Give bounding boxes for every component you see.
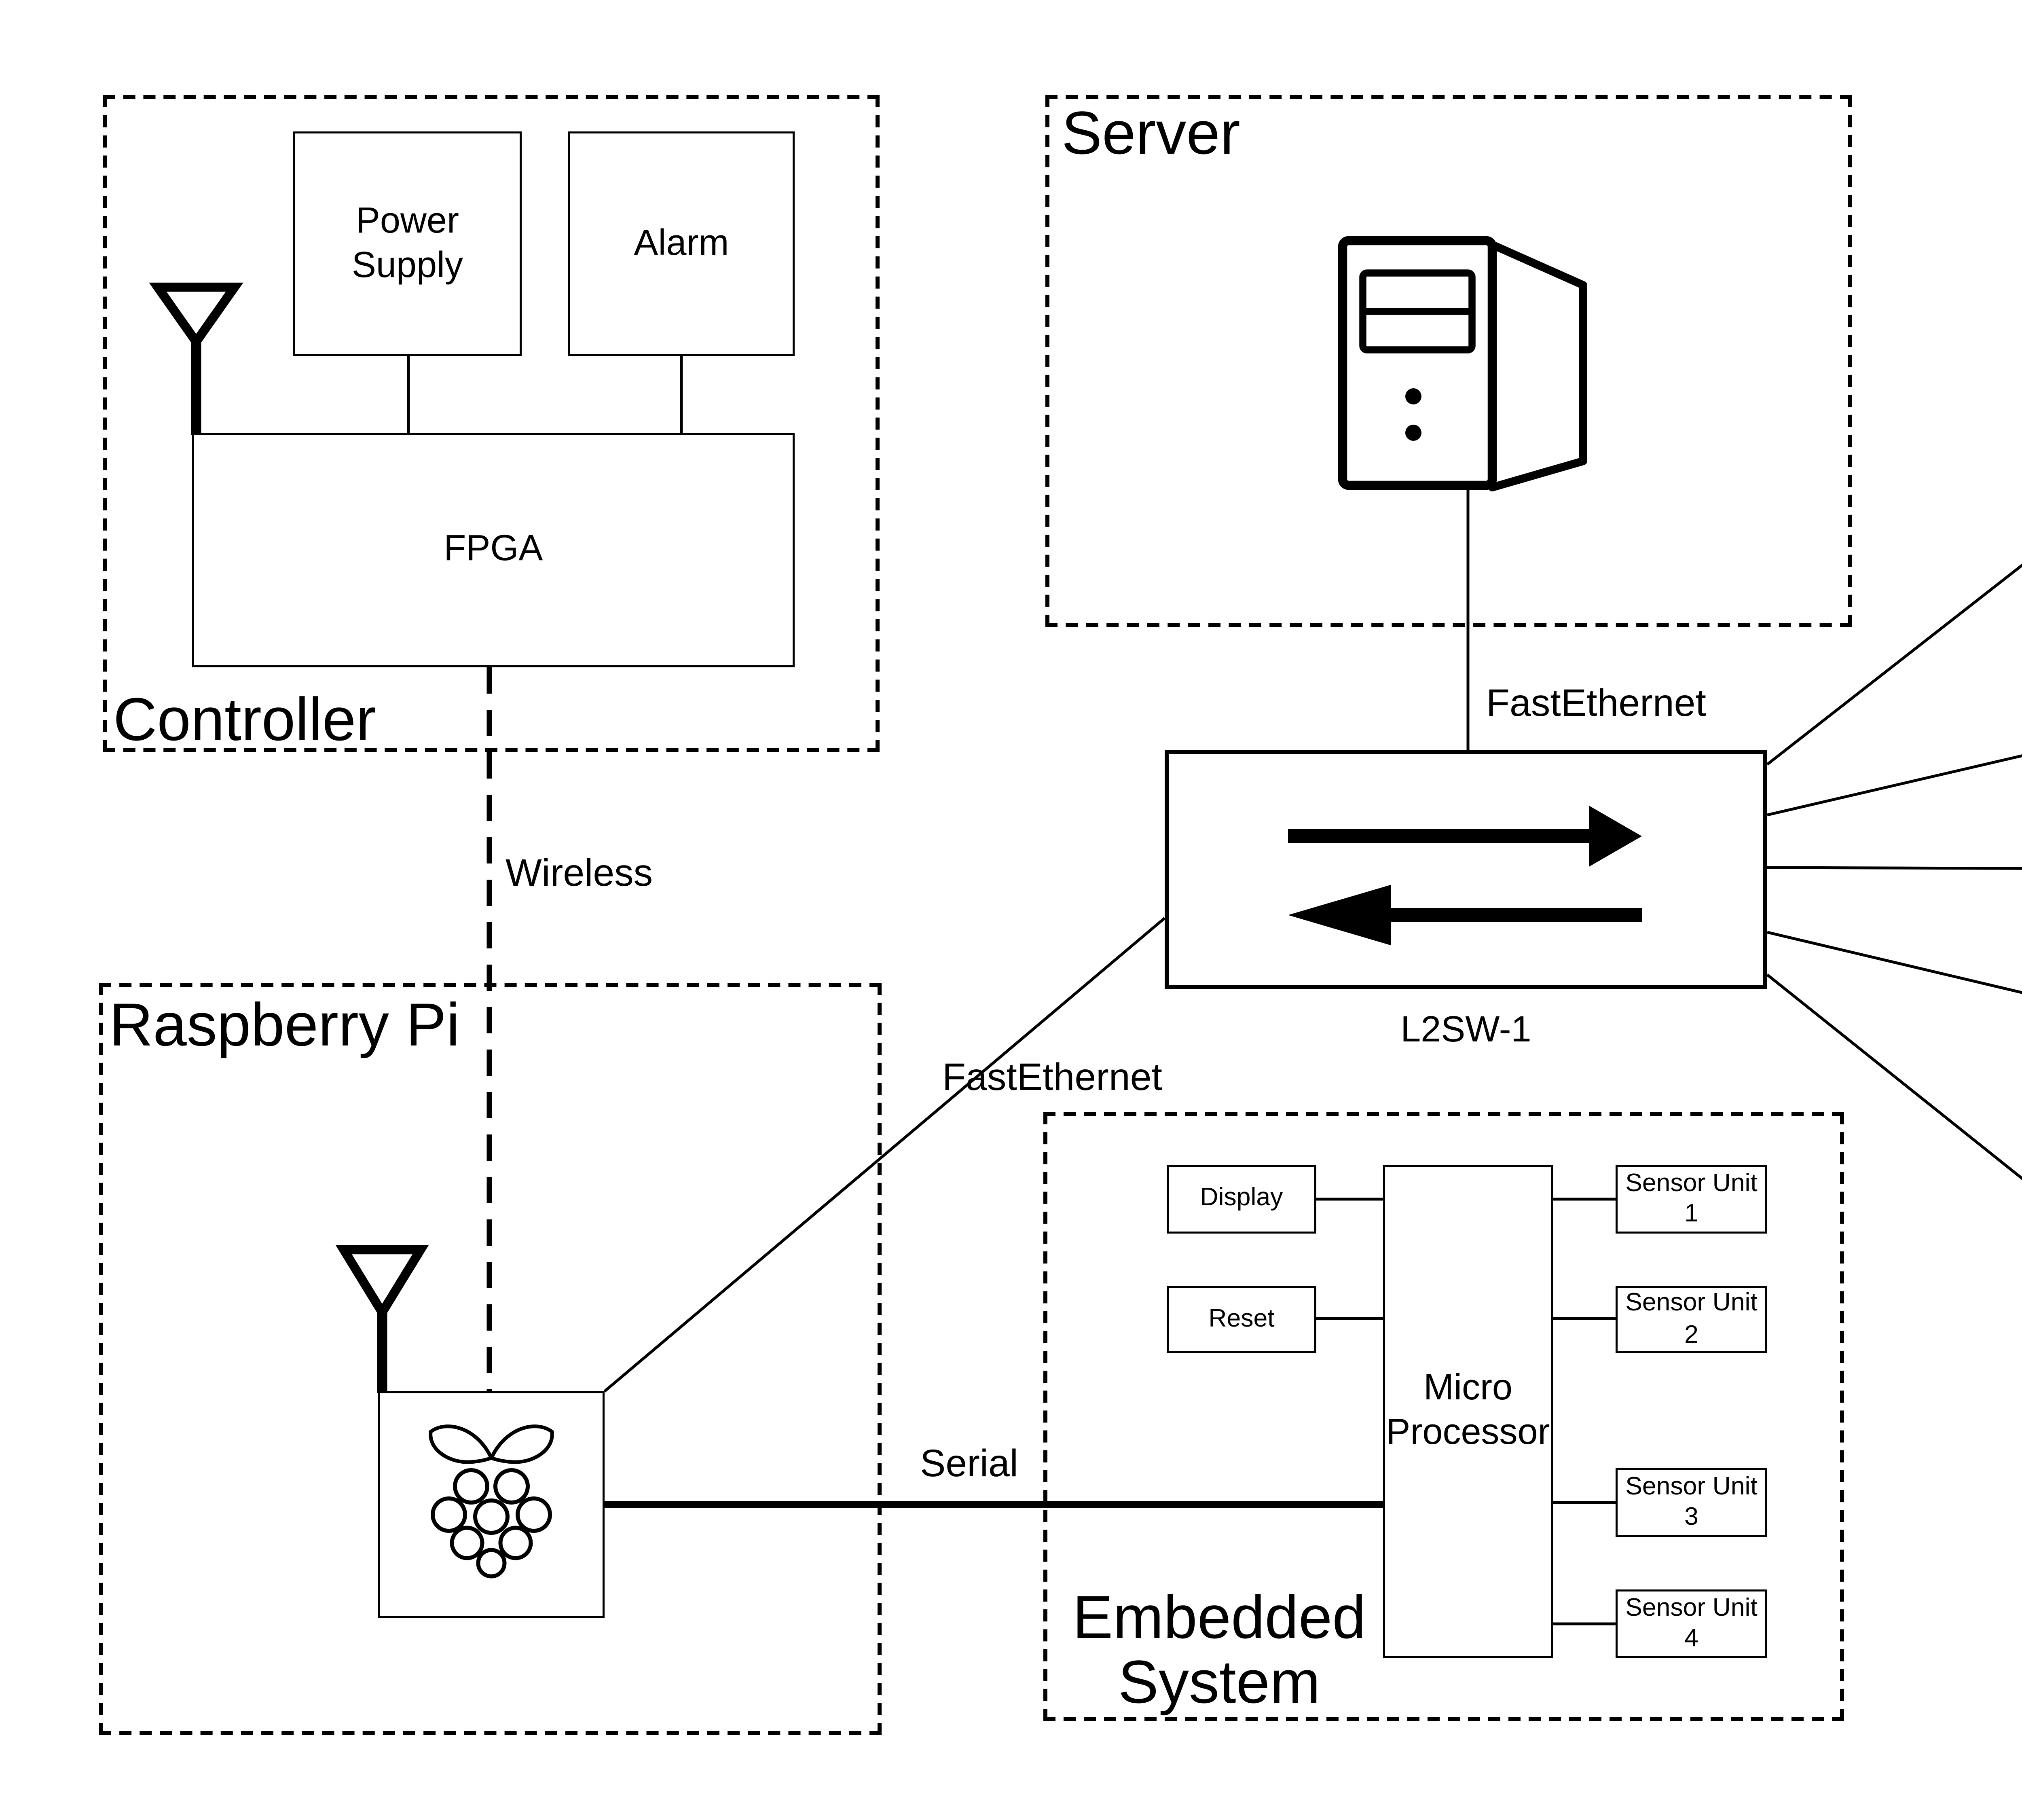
fastethernet-server-label: FastEthernet [1486,684,1706,726]
node-raspberry-pi [378,1391,605,1618]
raspberry-pi-title: Raspberry Pi [109,993,460,1060]
embedded-system-title: Embedded System [1072,1585,1366,1716]
node-fpga: FPGA [192,433,795,667]
node-power-supply: Power Supply [293,131,522,356]
node-sensor-unit-1: Sensor Unit 1 [1616,1165,1767,1234]
section-raspberry-pi [99,983,882,1735]
node-l2-switch [1165,750,1767,989]
node-sensor-unit-4: Sensor Unit 4 [1616,1589,1767,1658]
node-reset: Reset [1167,1286,1316,1353]
node-sensor-unit-3: Sensor Unit 3 [1616,1468,1767,1537]
server-title: Server [1062,101,1240,168]
uplink-l3sw3-line [1767,866,2022,870]
l2-switch-label: L2SW-1 [1400,1009,1531,1050]
node-display: Display [1167,1165,1316,1234]
controller-title: Controller [113,688,376,754]
section-server [1045,95,1852,627]
node-alarm: Alarm [568,131,795,356]
fastethernet-pi-label: FastEthernet [942,1058,1162,1100]
serial-label: Serial [920,1444,1018,1486]
wireless-label: Wireless [506,853,653,896]
node-micro-processor: Micro Processor [1383,1165,1553,1658]
uplink-l3sw2-line [1767,754,2022,817]
node-sensor-unit-2: Sensor Unit 2 [1616,1286,1767,1353]
section-embedded-system [1043,1112,1844,1721]
